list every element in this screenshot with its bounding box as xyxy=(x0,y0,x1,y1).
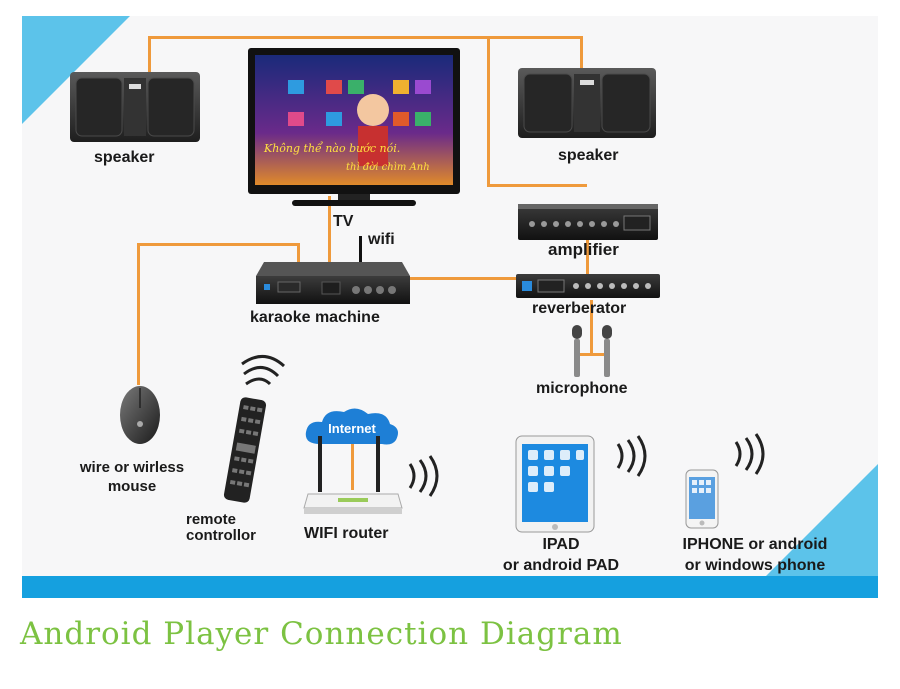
mouse-label: wire or wirless mouse xyxy=(60,458,204,496)
ipad-label-line-1: IPAD xyxy=(542,536,580,553)
wire-karaoke-to-reverberator xyxy=(408,277,520,280)
microphone-icon xyxy=(572,325,612,377)
wire-right-speaker-drop xyxy=(580,36,583,72)
internet-cloud-icon: Internet xyxy=(305,408,398,445)
wire-router-internet xyxy=(351,440,354,490)
ipad-label-line-2: or android PAD xyxy=(502,557,620,574)
ipad-label: IPAD or android PAD xyxy=(476,534,646,576)
wire-mic-horizontal xyxy=(580,353,604,356)
wireless-signal-icon xyxy=(616,435,647,477)
karaoke-machine-label: karaoke machine xyxy=(250,309,380,326)
wire-karaoke-right-stub xyxy=(297,243,300,263)
ipad-icon xyxy=(515,435,595,533)
internet-label: Internet xyxy=(328,421,376,436)
wireless-signal-icon xyxy=(734,433,765,475)
remote-label-line-1: remote xyxy=(186,511,237,528)
wifi-label: wifi xyxy=(368,231,395,248)
speaker-right-icon xyxy=(518,68,656,138)
reverberator-icon xyxy=(516,274,660,298)
wireless-signal-icon xyxy=(241,355,286,386)
wifi-router-label: WIFI router xyxy=(304,525,389,542)
wire-tv-to-amplifier-vertical xyxy=(487,36,490,186)
mouse-label-line-1: wire or wirless xyxy=(79,459,185,476)
mouse-label-line-2: mouse xyxy=(107,478,157,495)
remote-controller-icon xyxy=(223,397,267,503)
tv-icon: Không thể nào bước nói. thì đời chìm Anh xyxy=(248,48,460,206)
wire-mouse-vertical xyxy=(137,243,140,385)
tv-label: TV xyxy=(333,213,354,230)
karaoke-machine-icon xyxy=(256,262,410,304)
wireless-signal-icon xyxy=(408,455,439,497)
wifi-router-icon xyxy=(303,436,403,514)
karaoke-antenna xyxy=(359,236,362,264)
mouse-icon xyxy=(120,386,160,444)
wire-amp-to-reverb xyxy=(586,238,589,276)
wire-top-horizontal xyxy=(148,36,582,39)
iphone-label-line-1: IPHONE or android xyxy=(682,536,828,553)
wire-to-amplifier-horizontal xyxy=(487,184,587,187)
corner-decoration-bottom-right xyxy=(766,464,878,576)
bottom-accent-bar xyxy=(22,576,878,598)
amplifier-label: amplifier xyxy=(548,240,619,259)
speaker-left-label: speaker xyxy=(94,149,155,166)
iphone-label-line-2: or windows phone xyxy=(684,557,826,574)
wire-mouse-horizontal xyxy=(137,243,299,246)
tv-lyric-line-2: thì đời chìm Anh xyxy=(346,162,430,173)
page-title: Android Player Connection Diagram xyxy=(20,616,623,652)
remote-label-line-2: controllor xyxy=(186,527,256,544)
speaker-right-label: speaker xyxy=(558,147,619,164)
iphone-label: IPHONE or android or windows phone xyxy=(660,534,850,576)
wire-reverb-to-mic xyxy=(590,300,593,356)
remote-label: remote controllor xyxy=(186,512,290,544)
iphone-icon xyxy=(685,469,719,529)
tv-lyric-line-1: Không thể nào bước nói. xyxy=(263,142,400,155)
amplifier-icon xyxy=(518,204,658,240)
wire-tv-to-karaoke xyxy=(328,196,331,262)
speaker-left-icon xyxy=(70,72,200,142)
wire-left-speaker-drop xyxy=(148,36,151,76)
reverberator-label: reverberator xyxy=(532,300,627,317)
microphone-label: microphone xyxy=(536,380,628,397)
